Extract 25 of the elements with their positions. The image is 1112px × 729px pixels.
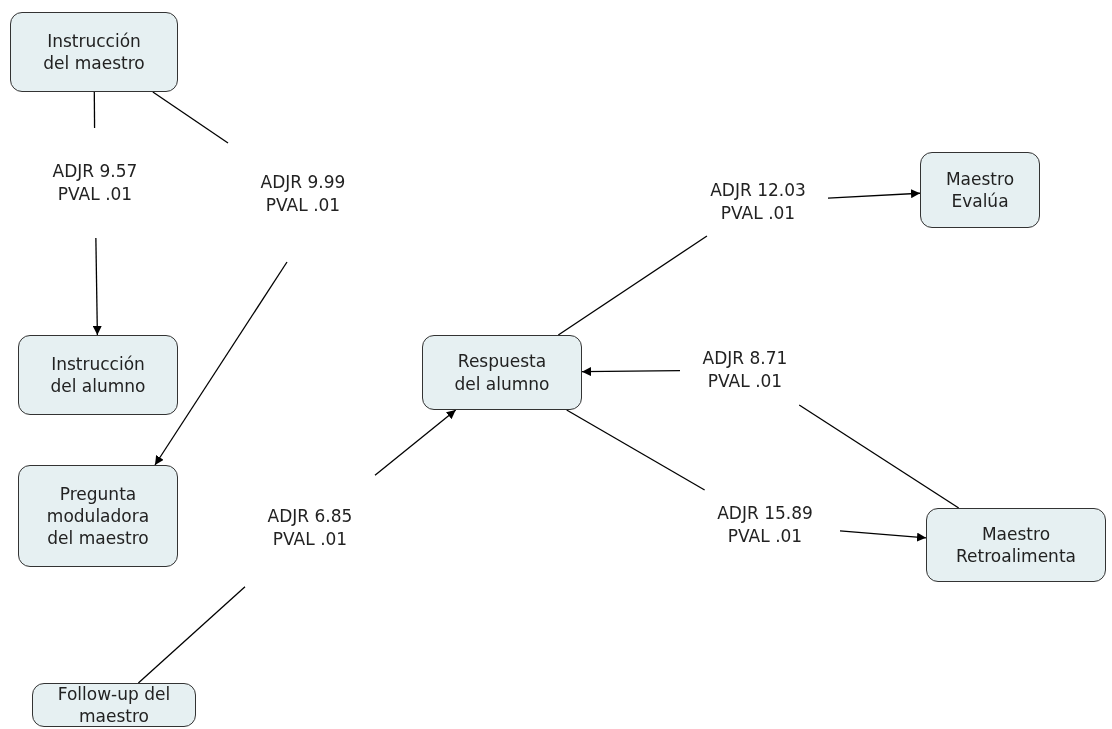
concept-box: Maestro Evalúa bbox=[920, 152, 1040, 228]
arrow bbox=[581, 367, 681, 377]
connector-line bbox=[566, 409, 706, 491]
linking-phrase: ADJR 15.89 PVAL .01 bbox=[716, 502, 814, 548]
connector-line bbox=[93, 91, 96, 129]
linking-phrase: ADJR 12.03 PVAL .01 bbox=[709, 179, 807, 225]
arrow bbox=[839, 530, 927, 542]
arrow bbox=[92, 237, 102, 336]
connector-line bbox=[137, 586, 246, 684]
linking-phrase: ADJR 9.99 PVAL .01 bbox=[259, 171, 347, 217]
concept-box: Maestro Retroalimenta bbox=[926, 508, 1106, 582]
arrow bbox=[827, 189, 921, 199]
arrow bbox=[154, 261, 288, 466]
concept-box: Follow-up del maestro bbox=[32, 683, 196, 727]
connector-line bbox=[798, 404, 960, 509]
arrow bbox=[374, 409, 457, 476]
concept-box: Instrucción del alumno bbox=[18, 335, 178, 415]
concept-box: Pregunta moduladora del maestro bbox=[18, 465, 178, 567]
concept-box: Respuesta del alumno bbox=[422, 335, 582, 410]
concept-box: Instrucción del maestro bbox=[10, 12, 178, 92]
linking-phrase: ADJR 9.57 PVAL .01 bbox=[51, 160, 139, 206]
connector-line bbox=[152, 91, 229, 144]
connector-line bbox=[557, 235, 708, 336]
linking-phrase: ADJR 8.71 PVAL .01 bbox=[701, 347, 789, 393]
linking-phrase: ADJR 6.85 PVAL .01 bbox=[266, 505, 354, 551]
